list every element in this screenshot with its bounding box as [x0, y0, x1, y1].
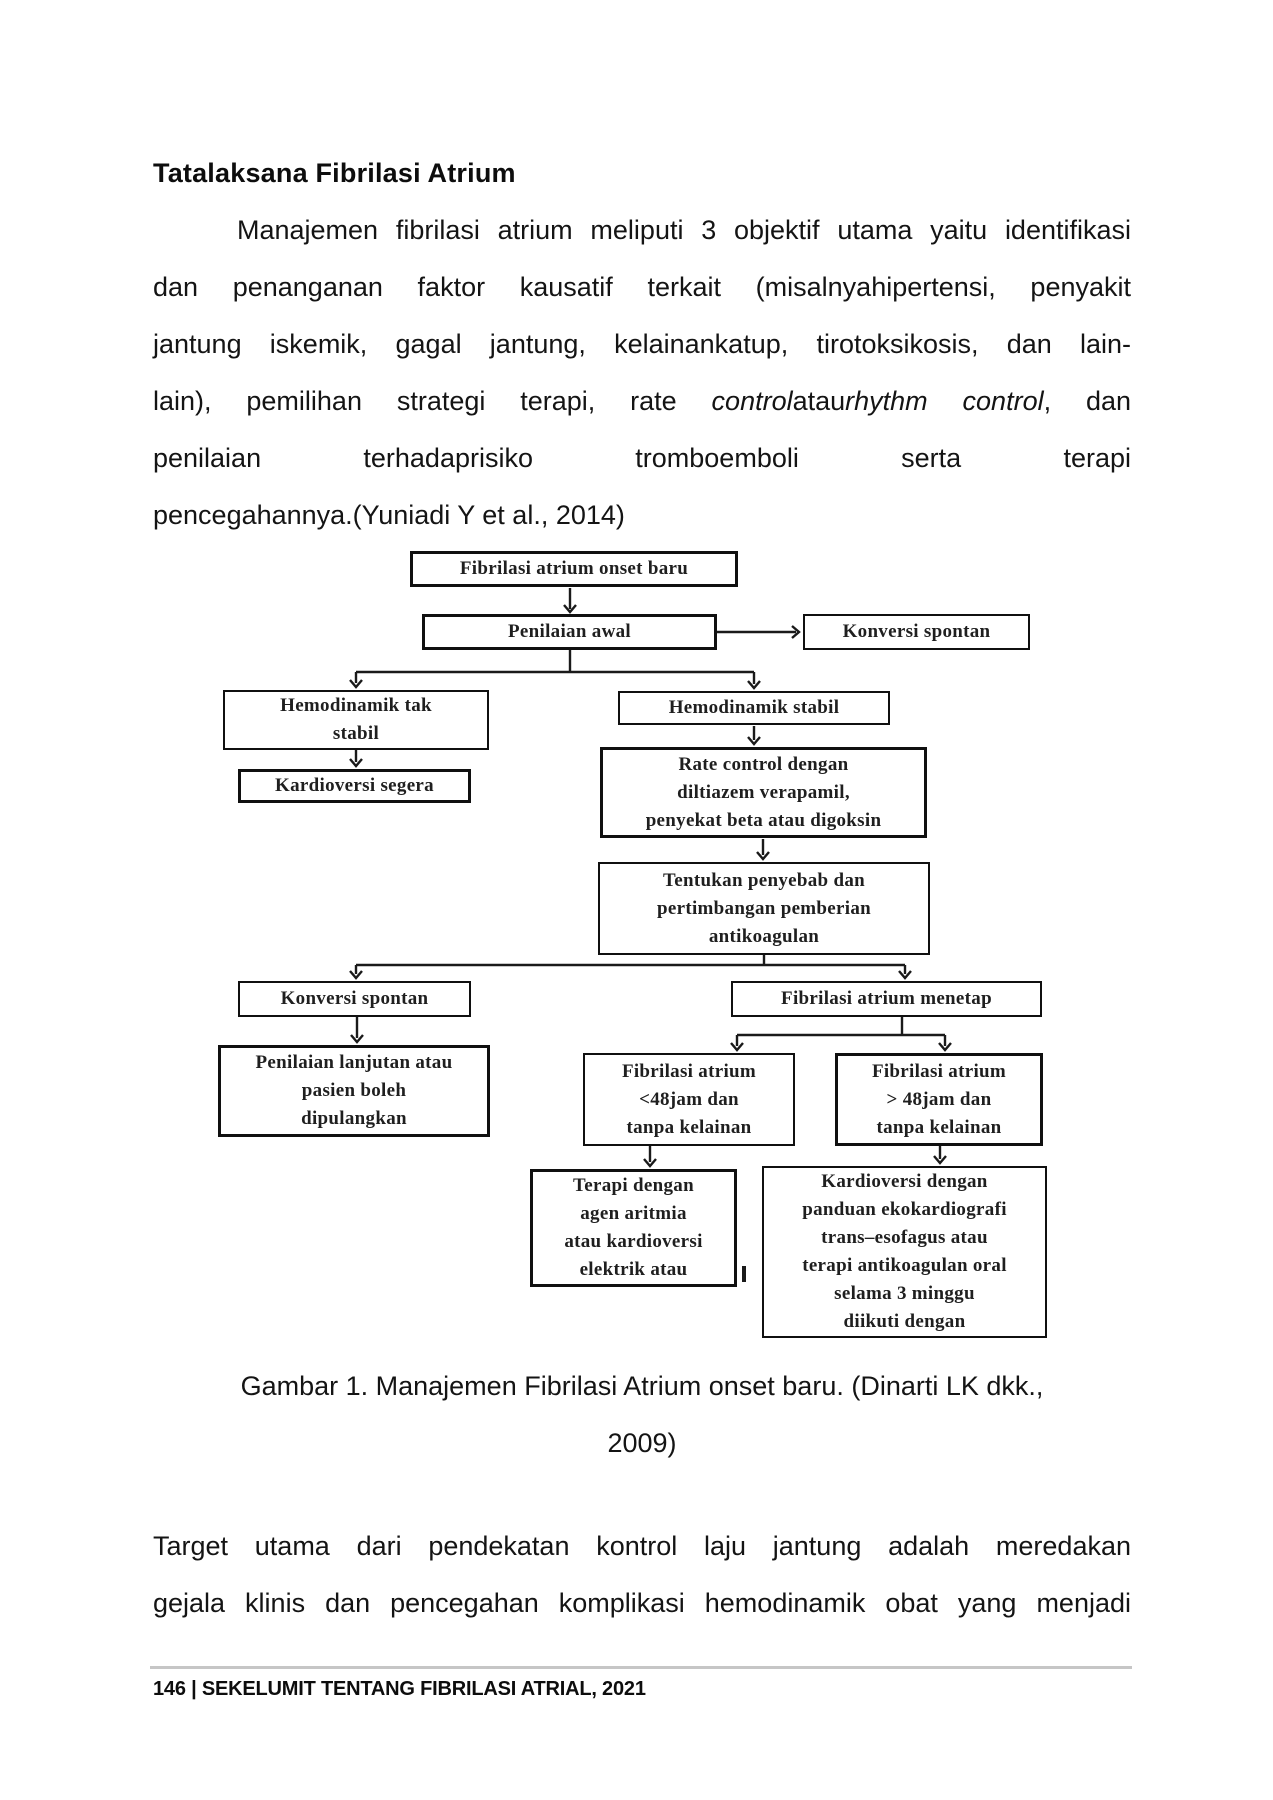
box-line: antikoagulan: [708, 925, 820, 947]
box-line: <48jam dan: [639, 1088, 739, 1110]
box-line: elektrik atau: [579, 1259, 688, 1280]
box-line: Fibrilasi atrium: [871, 1060, 1007, 1082]
flowchart-box-fa-menetap: Fibrilasi atrium menetap: [731, 981, 1042, 1017]
flowchart-box-kardioversi-segera: Kardioversi segera: [238, 769, 471, 803]
paragraph-line: jantung iskemik, gagal jantung, kelainan…: [153, 329, 1131, 359]
box-line: tanpa kelainan: [626, 1116, 752, 1138]
flowchart-box-fa-kurang-48: Fibrilasi atrium <48jam dan tanpa kelain…: [583, 1053, 795, 1146]
box-line: Fibrilasi atrium: [621, 1060, 757, 1082]
box-line: agen aritmia: [580, 1203, 687, 1224]
flowchart-box-kardioversi-eko: Kardioversi dengan panduan ekokardiograf…: [762, 1166, 1047, 1338]
box-line: diltiazem verapamil,: [677, 781, 850, 803]
paragraph-line: pencegahannya.(Yuniadi Y et al., 2014): [153, 500, 625, 530]
flowchart-box-rate-control: Rate control dengan diltiazem verapamil,…: [600, 747, 927, 838]
box-line: Hemodinamik stabil: [668, 697, 840, 718]
flowchart-box-hemodinamik-tak-stabil: Hemodinamik tak stabil: [223, 690, 489, 750]
paragraph-line: gejala klinis dan pencegahan komplikasi …: [153, 1588, 1131, 1618]
line4-regular-end: , dan: [1043, 386, 1131, 416]
box-line: atau kardioversi: [564, 1231, 703, 1252]
box-line: pertimbangan pemberian: [656, 897, 872, 919]
paragraph-line: dan penanganan faktor kausatif terkait (…: [153, 272, 1131, 302]
page-title: Tatalaksana Fibrilasi Atrium: [153, 158, 516, 188]
flowchart-box-hemodinamik-stabil: Hemodinamik stabil: [618, 691, 890, 725]
box-line: pasien boleh: [301, 1080, 407, 1101]
box-line: diikuti dengan: [843, 1311, 966, 1332]
paragraph-line: lain), pemilihan strategi terapi, rate c…: [153, 383, 1131, 440]
box-line: Konversi spontan: [280, 988, 429, 1009]
line4-regular: lain), pemilihan strategi terapi, rate: [153, 386, 677, 416]
line4-regular-atau: atau: [792, 386, 846, 416]
box-line: selama 3 minggu: [834, 1283, 975, 1304]
box-line: panduan ekokardiografi: [802, 1199, 1007, 1220]
flowchart-box-tentukan-penyebab: Tentukan penyebab dan pertimbangan pembe…: [598, 862, 930, 955]
line4-italic-rhythm-control: rhythm control: [845, 386, 1044, 416]
intro-paragraph: Manajemen fibrilasi atrium meliputi 3 ob…: [153, 212, 1131, 554]
flowchart-box-konversi-spontan-2: Konversi spontan: [238, 981, 471, 1017]
box-line: tanpa kelainan: [876, 1116, 1002, 1138]
box-line: Rate control dengan: [678, 753, 849, 775]
box-line: Konversi spontan: [842, 621, 991, 642]
flowchart-box-konversi-spontan-1: Konversi spontan: [803, 614, 1030, 650]
box-line: Kardioversi segera: [275, 775, 434, 796]
page-footer: 146 | SEKELUMIT TENTANG FIBRILASI ATRIAL…: [153, 1678, 646, 1700]
paragraph-line: penilaian terhadaprisiko tromboemboli se…: [153, 443, 1131, 473]
box-line: Tentukan penyebab dan: [662, 869, 866, 891]
box-line: Kardioversi dengan: [821, 1171, 988, 1192]
footer-divider: [150, 1666, 1132, 1669]
paragraph-line: Target utama dari pendekatan kontrol laj…: [153, 1531, 1131, 1561]
flowchart-box-penilaian-awal: Penilaian awal: [422, 614, 717, 650]
box-line: Terapi dengan: [573, 1175, 694, 1196]
flowchart-box-fa-lebih-48: Fibrilasi atrium > 48jam dan tanpa kelai…: [835, 1053, 1043, 1146]
paragraph-line: Manajemen fibrilasi atrium meliputi 3 ob…: [237, 215, 1131, 245]
box-line: penyekat beta atau digoksin: [645, 809, 882, 831]
box-line: Hemodinamik tak: [280, 695, 432, 716]
box-line: Penilaian awal: [508, 621, 631, 642]
flowchart-box-onset: Fibrilasi atrium onset baru: [410, 551, 738, 587]
box-line: Fibrilasi atrium menetap: [781, 988, 992, 1009]
box-line: > 48jam dan: [886, 1088, 992, 1110]
box-line: Fibrilasi atrium onset baru: [459, 558, 689, 579]
body-paragraph: Target utama dari pendekatan kontrol laj…: [153, 1528, 1131, 1642]
box-line: trans–esofagus atau: [821, 1227, 988, 1248]
caption-line: Gambar 1. Manajemen Fibrilasi Atrium ons…: [240, 1371, 1044, 1401]
line4-italic-control: control: [711, 386, 793, 416]
figure-caption: Gambar 1. Manajemen Fibrilasi Atrium ons…: [153, 1368, 1131, 1482]
flowchart-box-terapi-agen: Terapi dengan agen aritmia atau kardiove…: [530, 1169, 737, 1287]
box-line: Penilaian lanjutan atau: [255, 1052, 453, 1073]
caption-line: 2009): [607, 1428, 677, 1458]
box-line: terapi antikoagulan oral: [802, 1255, 1007, 1276]
box-line: dipulangkan: [301, 1108, 407, 1129]
box-line: stabil: [332, 723, 380, 744]
flowchart-box-penilaian-lanjutan: Penilaian lanjutan atau pasien boleh dip…: [218, 1045, 490, 1137]
